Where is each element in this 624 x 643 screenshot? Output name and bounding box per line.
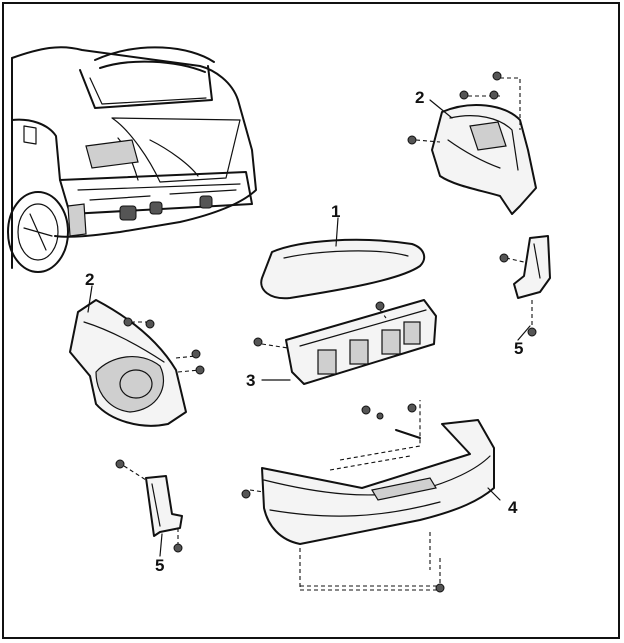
callout-2-left: 2 <box>85 270 95 289</box>
callout-4: 4 <box>508 498 518 517</box>
part-1-trunk-mat <box>260 238 426 300</box>
part-4-rear-bumper <box>241 400 495 593</box>
callout-1: 1 <box>331 202 341 221</box>
part-2-left-liner <box>69 299 205 427</box>
callout-5-right: 5 <box>514 339 524 358</box>
callout-3: 3 <box>246 371 256 390</box>
part-2-right-liner <box>407 71 537 215</box>
callout-leaders <box>87 99 531 557</box>
car-rear-illustration <box>7 46 257 273</box>
part-5-left-mudflap <box>115 459 183 553</box>
part-3-rear-panel <box>253 299 437 385</box>
callout-2-right: 2 <box>415 88 425 107</box>
callout-5-left: 5 <box>155 556 165 575</box>
part-5-right-mudflap <box>499 235 551 337</box>
